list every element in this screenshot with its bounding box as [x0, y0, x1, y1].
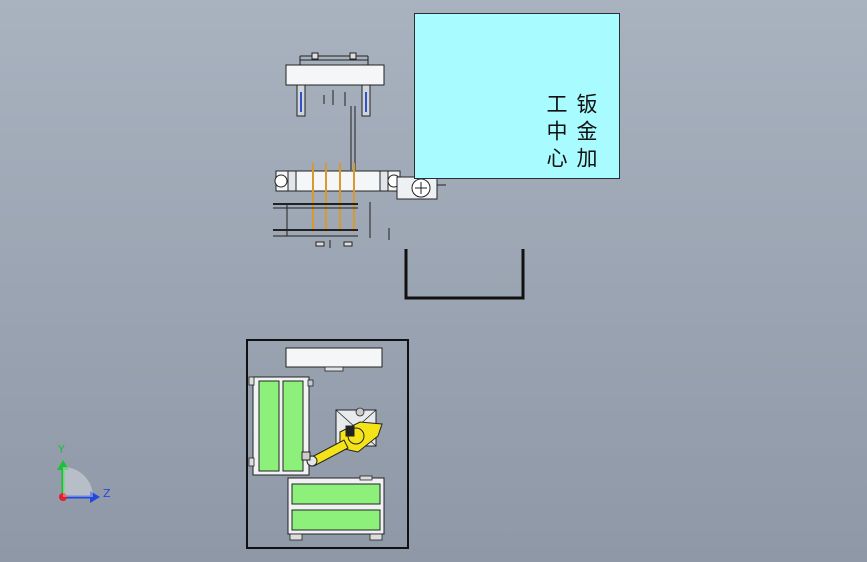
y-axis-label: Y	[58, 443, 65, 456]
upper-gantry[interactable]	[273, 52, 410, 248]
robot-arm[interactable]	[301, 421, 383, 467]
machining-center-block[interactable]: 钣金加工中心	[414, 13, 620, 179]
u-guard-frame[interactable]	[404, 249, 525, 300]
tray-left-b[interactable]	[282, 380, 304, 472]
z-axis-label: Z	[103, 487, 111, 500]
tray-bottom-a[interactable]	[291, 483, 381, 505]
tray-bottom-b[interactable]	[291, 509, 381, 531]
machining-center-label: 钣金加工中心	[544, 93, 598, 174]
feeder-unit[interactable]	[396, 176, 446, 200]
tray-left-a[interactable]	[258, 380, 280, 472]
coordinate-triad	[57, 460, 100, 503]
robot-cell[interactable]	[246, 339, 409, 549]
